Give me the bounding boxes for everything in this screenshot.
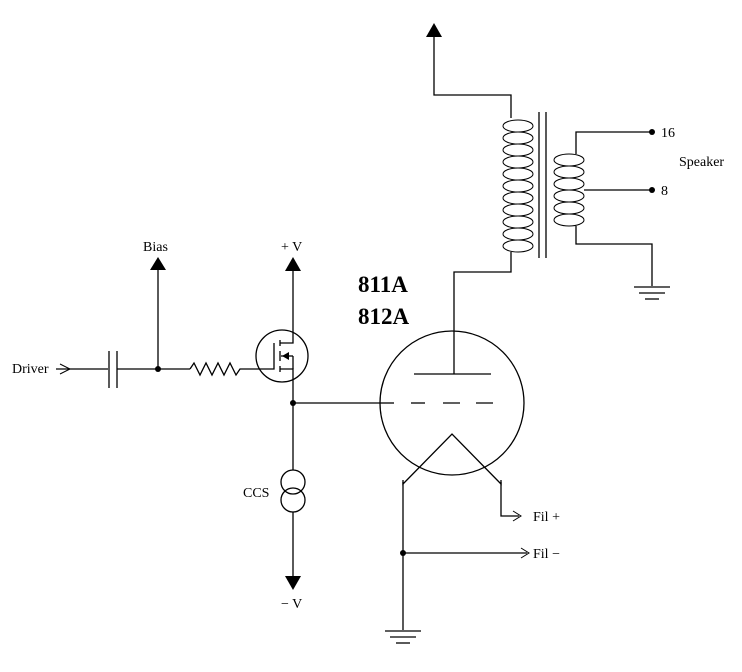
driver-input: Driver <box>12 362 108 377</box>
bias-arrow-icon <box>150 257 166 270</box>
ccs-label: CCS <box>243 486 269 501</box>
negative-supply: − V <box>281 512 302 612</box>
tap-16-terminal <box>649 129 655 135</box>
ccs-ring <box>280 469 306 495</box>
b-plus-supply <box>426 23 512 118</box>
fil-minus-label: Fil − <box>533 547 560 562</box>
bias-supply: Bias <box>143 240 168 369</box>
secondary-winding <box>553 153 585 227</box>
fil-minus-arrow-icon <box>520 547 530 559</box>
output-transformer <box>502 112 585 258</box>
v-minus-arrow-icon <box>285 576 301 590</box>
filament <box>402 433 502 486</box>
power-tube <box>379 330 525 486</box>
ccs-ring <box>280 487 306 513</box>
tube-type-811a: 811A <box>358 272 408 297</box>
primary-winding <box>502 119 534 253</box>
tap-8-terminal <box>649 187 655 193</box>
speaker-ground-icon <box>634 286 670 300</box>
v-plus-arrow-icon <box>285 257 301 271</box>
speaker-label: Speaker <box>679 155 724 170</box>
positive-supply: + V <box>281 240 302 324</box>
filament-leads: Fil + Fil − <box>385 482 560 644</box>
v-plus-label: + V <box>281 240 302 255</box>
fil-plus-label: Fil + <box>533 510 560 525</box>
b-plus-arrow-icon <box>426 23 442 37</box>
bias-label: Bias <box>143 240 168 255</box>
body-arrow-icon <box>282 352 289 360</box>
anode-lead <box>453 252 512 374</box>
mosfet-envelope <box>255 329 309 383</box>
gate-resistor <box>189 361 258 377</box>
fil-plus-arrow-icon <box>512 510 522 522</box>
speaker-output: 16 8 Speaker <box>575 126 724 300</box>
filament-ground-icon <box>385 630 421 644</box>
v-minus-label: − V <box>281 597 302 612</box>
coupling-capacitor <box>108 351 118 388</box>
driver-label: Driver <box>12 362 49 377</box>
tap-16-label: 16 <box>661 126 675 141</box>
constant-current-source: CCS <box>243 469 306 513</box>
tube-type-812a: 812A <box>358 304 410 329</box>
mosfet <box>255 324 309 388</box>
tap-8-label: 8 <box>661 184 668 199</box>
